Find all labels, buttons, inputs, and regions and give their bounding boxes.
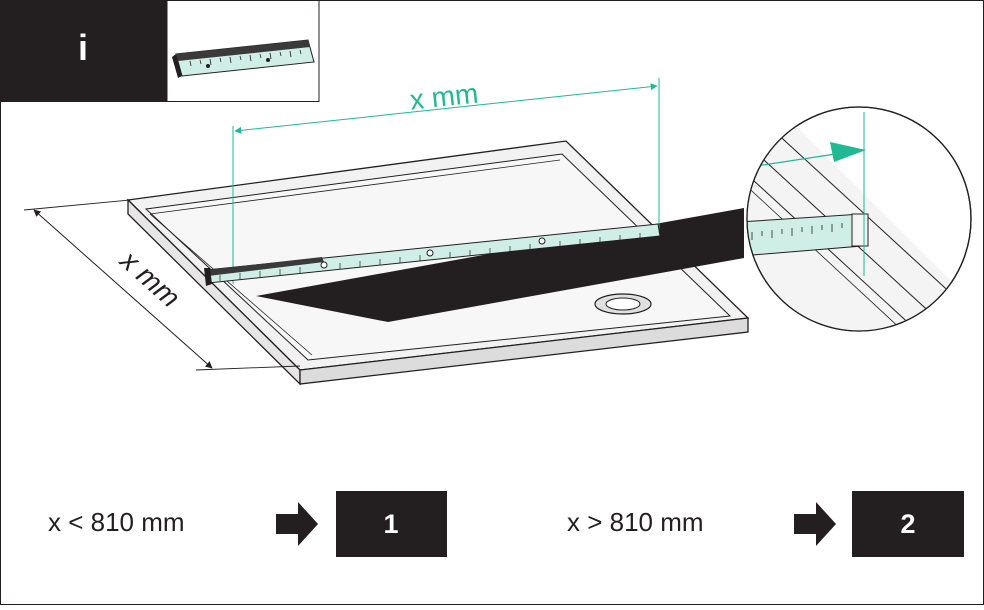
info-badge [0, 0, 167, 102]
width-dimension: x mm [232, 78, 660, 284]
right-arrow-icon [276, 502, 318, 546]
width-label: x mm [408, 78, 479, 116]
result-box-2 [852, 491, 964, 557]
result-box-1 [336, 491, 447, 557]
rule-1: x < 810 mm 1 [48, 491, 447, 557]
info-header: i [0, 0, 320, 102]
folding-ruler [204, 223, 661, 286]
rule-2: x > 810 mm 2 [567, 491, 964, 557]
rule-2-condition: x > 810 mm [567, 507, 704, 537]
drain [594, 293, 652, 315]
rule-1-condition: x < 810 mm [48, 507, 185, 537]
result-box-2-label: 2 [900, 509, 915, 539]
result-box-1-label: 1 [383, 509, 398, 539]
info-badge-label: i [78, 27, 88, 68]
folding-ruler-icon [172, 39, 315, 78]
right-arrow-icon [794, 502, 836, 546]
